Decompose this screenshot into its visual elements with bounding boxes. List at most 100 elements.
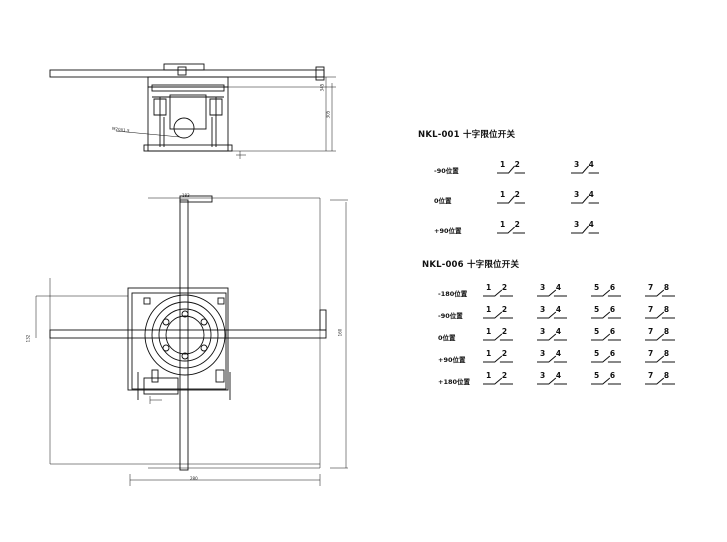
lever-end-cap [315, 66, 325, 81]
contact-symbol [591, 377, 621, 385]
contact-symbol [591, 289, 621, 297]
contact-number: 3 [540, 305, 546, 314]
contact-number: 1 [486, 349, 492, 358]
contact-number: 2 [514, 160, 520, 169]
contact-symbol [571, 165, 599, 174]
contact-number: 4 [555, 349, 562, 358]
contact-number: 8 [663, 283, 670, 292]
nkl001-row-label: 0位置 [434, 197, 452, 205]
contact-number: 4 [555, 371, 562, 380]
contact-number: 2 [501, 327, 508, 336]
contact-number: 3 [540, 283, 546, 292]
contact-symbol [645, 355, 675, 363]
contact-number: 8 [663, 327, 670, 336]
contact-symbol [591, 355, 621, 363]
contact-number: 6 [609, 305, 616, 314]
contact-number: 8 [663, 371, 670, 380]
contact-number: 7 [648, 371, 654, 380]
contact-number: 1 [500, 220, 506, 229]
contact-number: 1 [486, 327, 492, 336]
contact-number: 6 [609, 283, 616, 292]
contact-number: 6 [609, 327, 616, 336]
nkl006-row-label: -90位置 [438, 312, 463, 320]
contact-symbol [571, 225, 599, 234]
contact-symbol [645, 311, 675, 319]
contact-number: 1 [486, 283, 492, 292]
contact-number: 1 [500, 190, 506, 199]
contact-symbol [591, 333, 621, 341]
lever-vertical [179, 199, 189, 471]
lever-bar [49, 69, 325, 78]
nkl006-title: NKL-006 十字限位开关 [422, 260, 520, 270]
contact-number: 7 [648, 283, 654, 292]
contact-number: 2 [514, 190, 520, 199]
nkl001-title: NKL-001 十字限位开关 [418, 130, 516, 140]
nkl001-row-label: +90位置 [434, 227, 462, 235]
dim-plan-right: 160 [337, 328, 343, 337]
contact-number: 3 [540, 327, 546, 336]
contact-symbol [483, 289, 513, 297]
contact-number: 2 [501, 371, 508, 380]
contact-number: 2 [501, 305, 508, 314]
contact-number: 4 [588, 190, 594, 199]
nkl006-row-label: +90位置 [438, 356, 466, 364]
turntable-outer [144, 294, 226, 376]
contact-symbol [645, 289, 675, 297]
contact-number: 7 [648, 305, 654, 314]
contact-symbol [483, 333, 513, 341]
nkl006-row-label: 0位置 [438, 334, 456, 342]
contact-symbol [497, 226, 525, 234]
contact-number: 4 [588, 160, 594, 169]
contact-symbol [537, 355, 567, 363]
contact-symbol [537, 311, 567, 319]
contact-number: 7 [648, 349, 654, 358]
contact-number: 3 [574, 220, 580, 229]
dim-plan-top: 183 [182, 193, 190, 198]
contact-symbol [483, 311, 513, 319]
contact-symbol [645, 377, 675, 385]
dim-side-height: 345 [319, 83, 325, 92]
contact-number: 1 [486, 371, 492, 380]
contact-number: 3 [540, 349, 546, 358]
dim-plan-bottom: 280 [190, 476, 198, 481]
contact-symbol [483, 377, 513, 385]
contact-symbol [537, 289, 567, 297]
contact-symbol [497, 165, 525, 174]
contact-symbol [537, 377, 567, 385]
housing-plate [131, 292, 227, 390]
contact-number: 5 [594, 371, 600, 380]
contact-number: 8 [663, 305, 670, 314]
contact-number: 3 [540, 371, 546, 380]
shaft-circle [173, 117, 195, 139]
contact-number: 5 [594, 305, 600, 314]
contact-number: 2 [501, 349, 508, 358]
contact-number: 4 [555, 327, 562, 336]
dim-plan-left: 132 [25, 334, 31, 343]
contact-number: 8 [663, 349, 670, 358]
contact-number: 2 [501, 283, 508, 292]
contact-number: 3 [574, 160, 580, 169]
contact-symbol [483, 355, 513, 363]
dim-side-height-b: 305 [325, 110, 331, 119]
nkl001-row-label: -90位置 [434, 167, 459, 175]
plan-view [35, 195, 348, 486]
contact-number: 3 [574, 190, 580, 199]
contact-number: 4 [555, 283, 562, 292]
